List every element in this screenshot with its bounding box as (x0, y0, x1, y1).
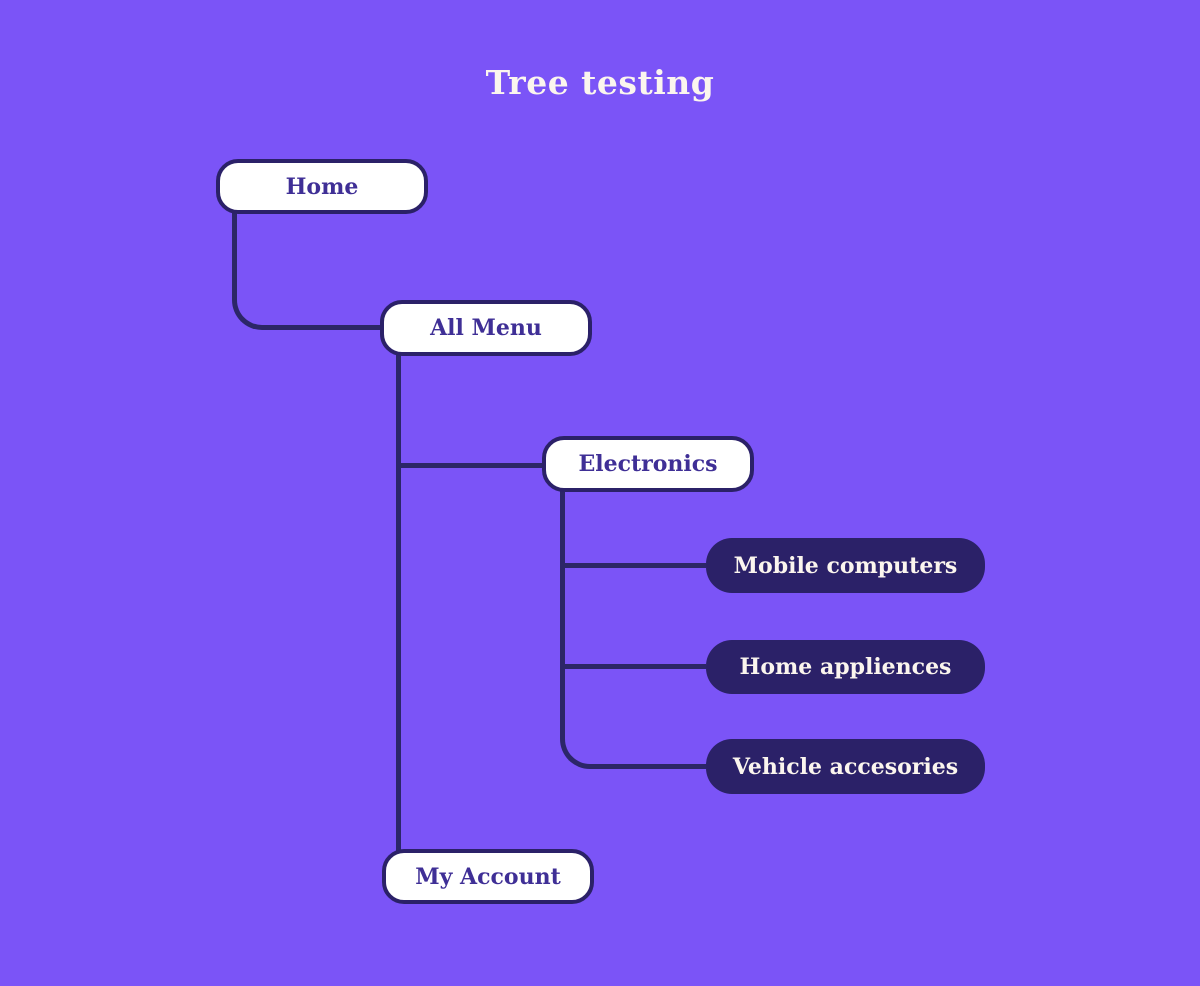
node-home-appliences-label: Home appliences (739, 654, 952, 680)
node-mobile-computers-label: Mobile computers (733, 552, 958, 579)
node-my-account[interactable]: My Account (382, 849, 594, 904)
connector-electronics-to-vehicle-accesories (560, 490, 706, 769)
node-all-menu[interactable]: All Menu (380, 300, 592, 356)
node-electronics[interactable]: Electronics (542, 436, 754, 492)
node-mobile-computers[interactable]: Mobile computers (706, 538, 985, 593)
connector-electronics-to-mobile-computers (560, 563, 706, 568)
node-vehicle-accesories-label: Vehicle accesories (732, 753, 959, 780)
connector-all-menu-to-my-account (396, 354, 401, 851)
node-all-menu-label: All Menu (430, 315, 542, 341)
connector-all-menu-to-electronics (397, 463, 542, 468)
node-home-appliences[interactable]: Home appliences (706, 640, 985, 694)
node-my-account-label: My Account (415, 863, 561, 890)
node-home[interactable]: Home (216, 159, 428, 214)
connector-home-to-all-menu (232, 212, 380, 330)
connector-electronics-to-home-appliences (560, 664, 706, 669)
node-electronics-label: Electronics (578, 451, 718, 477)
node-home-label: Home (285, 173, 359, 200)
diagram-title: Tree testing (485, 63, 715, 102)
node-vehicle-accesories[interactable]: Vehicle accesories (706, 739, 985, 794)
